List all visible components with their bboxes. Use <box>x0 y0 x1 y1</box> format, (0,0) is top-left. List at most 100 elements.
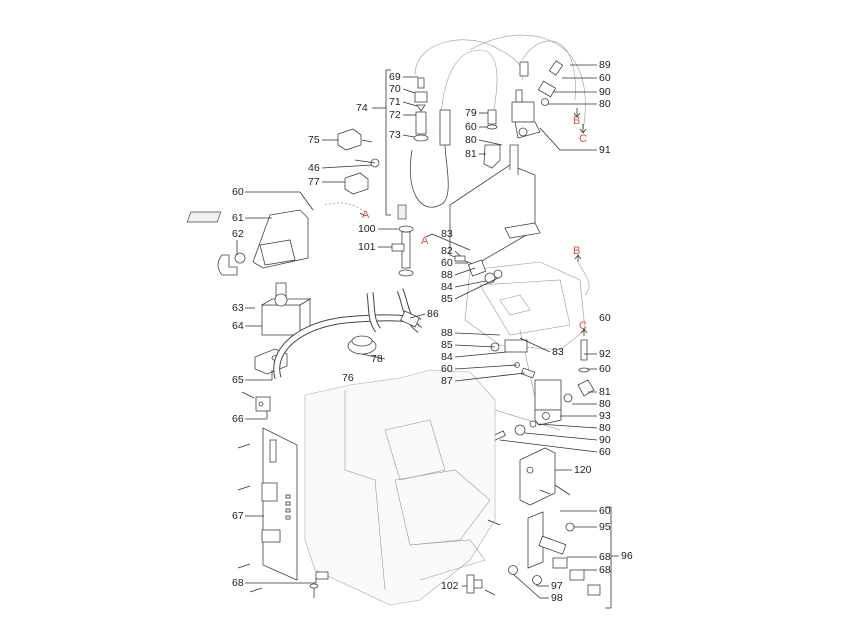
callout-88: 88 <box>441 269 453 281</box>
connector-c: C <box>579 133 587 145</box>
callout-66: 66 <box>232 413 244 425</box>
callout-85: 85 <box>441 293 453 305</box>
callout-60: 60 <box>599 312 611 324</box>
callout-93: 93 <box>599 410 611 422</box>
callout-71: 71 <box>389 96 401 108</box>
part-102-latch <box>466 574 496 596</box>
part-78-heater <box>347 335 377 355</box>
callout-86: 86 <box>427 308 439 320</box>
callout-labels: 60 61 62 63 64 65 66 67 68 69 70 71 72 7… <box>232 59 633 604</box>
callout-102: 102 <box>441 580 459 592</box>
callout-96: 96 <box>621 550 633 562</box>
part-93-valve <box>484 339 595 445</box>
part-74-boiler <box>397 77 451 220</box>
part-77-switch <box>344 158 380 195</box>
callout-78: 78 <box>371 353 383 365</box>
part-66-holder <box>241 391 271 412</box>
callout-63: 63 <box>232 302 244 314</box>
callout-75: 75 <box>308 134 320 146</box>
callout-80: 80 <box>599 422 611 434</box>
callout-68: 68 <box>232 577 244 589</box>
leader-lines <box>236 64 598 599</box>
callout-68: 68 <box>599 551 611 563</box>
callout-100: 100 <box>358 223 376 235</box>
callout-81: 81 <box>599 386 611 398</box>
callout-84: 84 <box>441 281 453 293</box>
connector-a: A <box>421 235 429 247</box>
part-76-chassis <box>304 369 496 606</box>
part-120-bracket <box>519 447 571 506</box>
part-67-pcb <box>261 427 298 581</box>
part-91-valve <box>511 61 541 139</box>
part-90-fitting <box>537 60 564 106</box>
callout-62: 62 <box>232 228 244 240</box>
part-88-fitting <box>454 255 503 284</box>
callout-97: 97 <box>551 580 563 592</box>
callout-60: 60 <box>441 257 453 269</box>
connector-b: B <box>573 245 580 257</box>
bracket-96 <box>605 506 619 609</box>
screws <box>237 443 551 593</box>
callout-83: 83 <box>441 228 453 240</box>
callout-90: 90 <box>599 86 611 98</box>
callout-65: 65 <box>232 374 244 386</box>
callout-60: 60 <box>599 363 611 375</box>
connector-b: B <box>573 115 580 127</box>
part-96-group <box>508 511 601 596</box>
part-101-tee <box>391 225 414 277</box>
connector-labels: A A B B C C <box>362 115 587 332</box>
callout-61: 61 <box>232 212 244 224</box>
callout-80: 80 <box>599 98 611 110</box>
callout-60: 60 <box>232 186 244 198</box>
callout-82: 82 <box>441 245 453 257</box>
part-87-fittings <box>490 339 536 379</box>
part-75-switch <box>337 128 373 151</box>
callout-79: 79 <box>465 107 477 119</box>
callout-60: 60 <box>599 446 611 458</box>
callout-95: 95 <box>599 521 611 533</box>
part-61-bracket <box>186 209 309 269</box>
callout-73: 73 <box>389 129 401 141</box>
part-86-filter <box>366 288 423 333</box>
part-64-pump <box>260 282 312 336</box>
callout-98: 98 <box>551 592 563 604</box>
callout-85: 85 <box>441 339 453 351</box>
callout-89: 89 <box>599 59 611 71</box>
callout-90: 90 <box>599 434 611 446</box>
callout-60: 60 <box>599 505 611 517</box>
callout-70: 70 <box>389 83 401 95</box>
mounting-plate <box>449 144 541 266</box>
callout-91: 91 <box>599 144 611 156</box>
connector-a: A <box>362 209 370 221</box>
callout-81: 81 <box>465 148 477 160</box>
callout-76: 76 <box>342 372 354 384</box>
callout-69: 69 <box>389 71 401 83</box>
callout-60: 60 <box>441 363 453 375</box>
part-81-elbow <box>483 109 501 169</box>
part-62-elbow <box>217 252 246 276</box>
callout-67: 67 <box>232 510 244 522</box>
callout-80: 80 <box>465 134 477 146</box>
callout-87: 87 <box>441 375 453 387</box>
connector-arrows <box>359 108 588 336</box>
callout-101: 101 <box>358 241 376 253</box>
callout-120: 120 <box>574 464 592 476</box>
callout-60: 60 <box>465 121 477 133</box>
callout-77: 77 <box>308 176 320 188</box>
connector-c: C <box>579 320 587 332</box>
callout-46: 46 <box>308 162 320 174</box>
part-68-switch <box>309 571 329 598</box>
callout-72: 72 <box>389 109 401 121</box>
bracket-74 <box>372 69 391 216</box>
callout-92: 92 <box>599 348 611 360</box>
callout-64: 64 <box>232 320 244 332</box>
callout-84: 84 <box>441 351 453 363</box>
callout-60: 60 <box>599 72 611 84</box>
callout-80: 80 <box>599 398 611 410</box>
frame-outline <box>464 261 586 351</box>
callout-83: 83 <box>552 346 564 358</box>
callout-88: 88 <box>441 327 453 339</box>
callout-68: 68 <box>599 564 611 576</box>
